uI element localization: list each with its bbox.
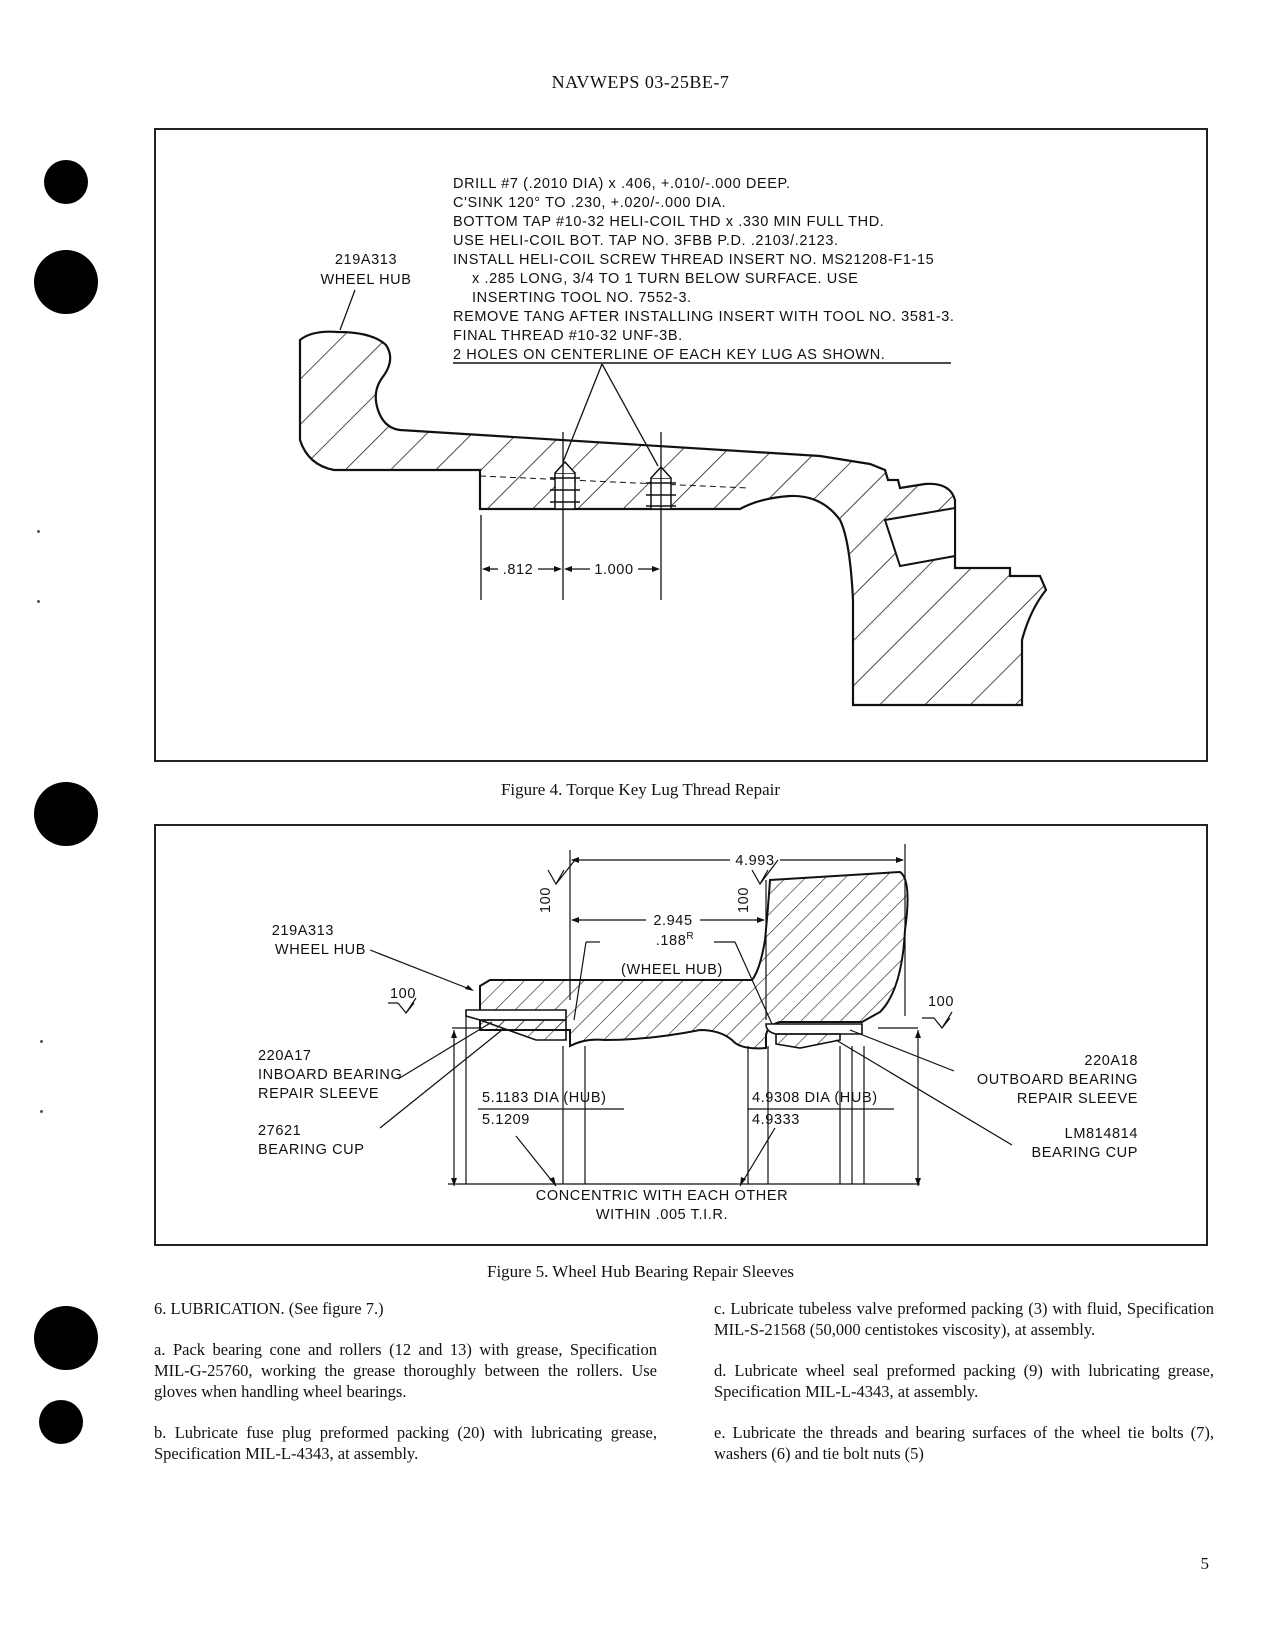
fig4-note-10: 2 HOLES ON CENTERLINE OF EACH KEY LUG AS… bbox=[453, 347, 885, 363]
paragraph-d: d. Lubricate wheel seal preformed packin… bbox=[714, 1361, 1214, 1401]
fig5-inboard-dia-2: 5.1209 bbox=[482, 1112, 530, 1128]
section-heading: 6. LUBRICATION. (See figure 7.) bbox=[154, 1299, 384, 1318]
figure-4-drawing: DRILL #7 (.2010 DIA) x .406, +.010/-.000… bbox=[298, 176, 1048, 707]
paragraph-b: b. Lubricate fuse plug preformed packing… bbox=[154, 1423, 657, 1463]
figure-5-caption: Figure 5. Wheel Hub Bearing Repair Sleev… bbox=[486, 1262, 795, 1281]
fig4-part-number: 219A313 bbox=[335, 252, 397, 268]
fig5-hub-section bbox=[479, 870, 909, 1050]
figure-5-frame bbox=[154, 824, 1208, 1246]
fig5-finish-3: 100 bbox=[390, 986, 416, 1002]
fig4-dim-1000: 1.000 bbox=[594, 562, 633, 578]
fig5-hub-number: 219A313 bbox=[272, 923, 334, 939]
fig4-hub-section bbox=[298, 330, 1048, 707]
binder-hole bbox=[34, 250, 98, 314]
fig4-bore-line bbox=[479, 475, 749, 489]
fig5-outboard-cup-name: BEARING CUP bbox=[1031, 1145, 1138, 1161]
figure-4-frame bbox=[154, 128, 1208, 762]
fig5-outboard-sleeve-no: 220A18 bbox=[1084, 1053, 1138, 1069]
fig5-finish-4: 100 bbox=[928, 994, 954, 1010]
left-column: 6. LUBRICATION. (See figure 7.) a. Pack … bbox=[154, 1298, 657, 1484]
document-header: NAVWEPS 03-25BE-7 bbox=[551, 72, 730, 92]
fig5-inboard-sleeve-l1: INBOARD BEARING bbox=[258, 1067, 402, 1083]
fig4-note-6: x .285 LONG, 3/4 TO 1 TURN BELOW SURFACE… bbox=[472, 271, 858, 287]
fig5-inboard-cup-name: BEARING CUP bbox=[258, 1142, 365, 1158]
fig4-note-1: DRILL #7 (.2010 DIA) x .406, +.010/-.000… bbox=[453, 176, 791, 192]
fig4-note-8: REMOVE TANG AFTER INSTALLING INSERT WITH… bbox=[453, 309, 955, 325]
paragraph-e: e. Lubricate the threads and bearing sur… bbox=[714, 1423, 1214, 1463]
fig5-outboard-cup-no: LM814814 bbox=[1065, 1126, 1138, 1142]
fig5-finish-1: 100 bbox=[538, 887, 554, 913]
binder-hole bbox=[39, 1400, 83, 1444]
fig5-finish-2: 100 bbox=[736, 887, 752, 913]
right-column: c. Lubricate tubeless valve preformed pa… bbox=[714, 1298, 1214, 1484]
fig5-inboard-sleeve-l2: REPAIR SLEEVE bbox=[258, 1086, 379, 1102]
fig4-note-9: FINAL THREAD #10-32 UNF-3B. bbox=[453, 328, 683, 344]
fig5-outboard-dia-1: 4.9308 DIA (HUB) bbox=[752, 1090, 878, 1106]
figure-4-caption: Figure 4. Torque Key Lug Thread Repair bbox=[500, 780, 781, 799]
speck bbox=[40, 1110, 43, 1113]
speck bbox=[37, 530, 40, 533]
paragraph-c: c. Lubricate tubeless valve preformed pa… bbox=[714, 1299, 1214, 1339]
page-number: 5 bbox=[1200, 1554, 1210, 1573]
fig4-part-name: WHEEL HUB bbox=[320, 272, 411, 288]
speck bbox=[37, 600, 40, 603]
binder-hole bbox=[34, 782, 98, 846]
fig5-outboard-sleeve bbox=[765, 1023, 863, 1035]
fig5-concentric-2: WITHIN .005 T.I.R. bbox=[596, 1207, 728, 1223]
fig5-dim-inner: 2.945 bbox=[653, 913, 692, 929]
fig5-concentric-1: CONCENTRIC WITH EACH OTHER bbox=[536, 1188, 788, 1204]
fig5-hub-name: WHEEL HUB bbox=[275, 942, 366, 958]
fig5-inboard-sleeve-no: 220A17 bbox=[258, 1048, 312, 1064]
fig4-note-4: USE HELI-COIL BOT. TAP NO. 3FBB P.D. .21… bbox=[453, 233, 839, 249]
fig4-dim-812: .812 bbox=[503, 562, 534, 578]
fig5-inboard-cup-no: 27621 bbox=[258, 1123, 301, 1139]
speck bbox=[40, 1040, 43, 1043]
fig5-outboard-cup bbox=[775, 1033, 841, 1049]
paragraph-a: a. Pack bearing cone and rollers (12 and… bbox=[154, 1340, 657, 1401]
fig5-outboard-sleeve-l1: OUTBOARD BEARING bbox=[977, 1072, 1138, 1088]
binder-hole bbox=[34, 1306, 98, 1370]
fig4-key-slot bbox=[883, 506, 956, 568]
fig5-outboard-dia-2: 4.9333 bbox=[752, 1112, 800, 1128]
fig4-note-5: INSTALL HELI-COIL SCREW THREAD INSERT NO… bbox=[453, 252, 934, 268]
fig4-thread-hole-1 bbox=[550, 460, 580, 510]
fig5-inboard-dia-1: 5.1183 DIA (HUB) bbox=[482, 1090, 607, 1106]
fig5-inboard-cup bbox=[479, 1019, 567, 1041]
fig5-inboard-sleeve bbox=[465, 1009, 567, 1021]
fig5-radius-note: (WHEEL HUB) bbox=[621, 962, 723, 978]
fig5-radius: .188R bbox=[656, 931, 694, 949]
fig4-note-7: INSERTING TOOL NO. 7552-3. bbox=[472, 290, 692, 306]
fig4-note-2: C'SINK 120° TO .230, +.020/-.000 DIA. bbox=[453, 195, 726, 211]
fig4-note-3: BOTTOM TAP #10-32 HELI-COIL THD x .330 M… bbox=[453, 214, 884, 230]
figure-5-drawing: 4.993 2.945 .188R (WHEEL HUB) 100 100 10… bbox=[258, 844, 1138, 1223]
fig5-dim-overall: 4.993 bbox=[735, 853, 774, 869]
binder-hole bbox=[44, 160, 88, 204]
fig5-outboard-sleeve-l2: REPAIR SLEEVE bbox=[1017, 1091, 1138, 1107]
